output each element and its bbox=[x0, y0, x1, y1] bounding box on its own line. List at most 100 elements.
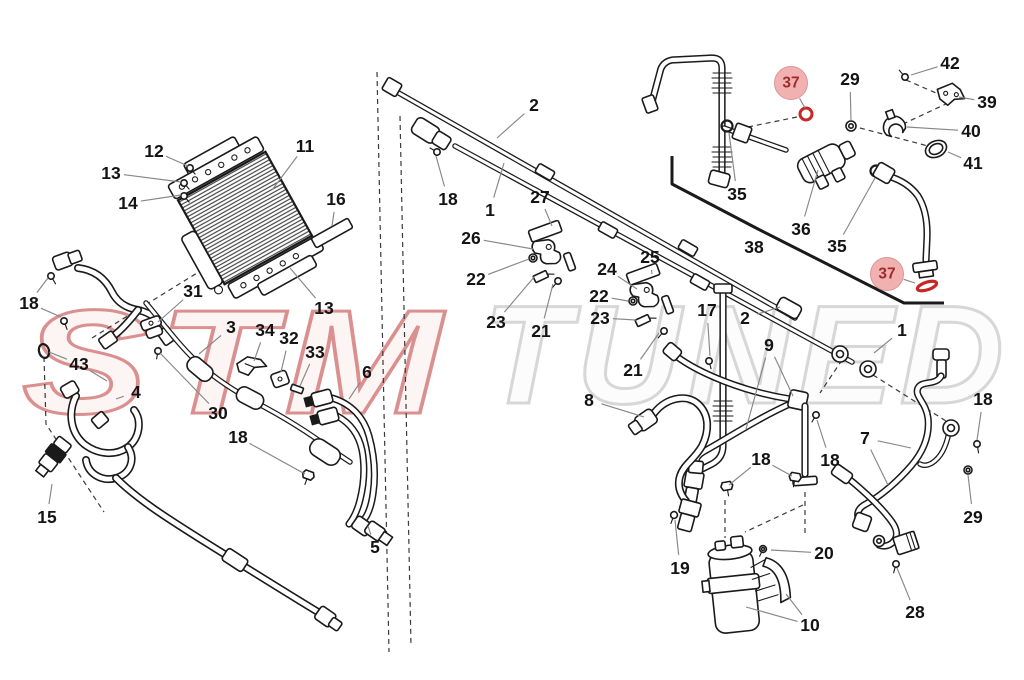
leader-line bbox=[503, 275, 536, 313]
part-label-22: 22 bbox=[589, 286, 609, 306]
leader-line bbox=[544, 208, 553, 227]
part-label-39: 39 bbox=[977, 92, 997, 112]
washer-29 bbox=[963, 465, 973, 475]
leader-line bbox=[757, 306, 781, 315]
leader-line bbox=[967, 474, 973, 505]
valve-pipe-assembly bbox=[641, 58, 966, 305]
screw-18 bbox=[59, 316, 69, 331]
bracket-cluster-left bbox=[527, 219, 577, 272]
o-ring-37-red bbox=[915, 279, 939, 293]
washer-22 bbox=[528, 253, 538, 263]
pipe-1-connector bbox=[831, 345, 849, 363]
clamp-40 bbox=[882, 108, 907, 138]
part-label-23: 23 bbox=[590, 308, 610, 328]
part-label-17: 17 bbox=[697, 300, 716, 320]
part-label-1: 1 bbox=[897, 320, 907, 340]
leader-line bbox=[299, 363, 311, 387]
clip-23 bbox=[634, 313, 657, 328]
leader-line bbox=[816, 419, 827, 448]
sensor-15 bbox=[34, 435, 72, 478]
bracket-cluster-right bbox=[625, 262, 675, 315]
leader-line bbox=[877, 440, 912, 449]
part-label-40: 40 bbox=[961, 121, 981, 141]
leader-line bbox=[253, 342, 262, 362]
leader-line bbox=[348, 382, 361, 400]
leader-line bbox=[804, 169, 819, 217]
screw-17 bbox=[704, 356, 714, 370]
leader-line bbox=[115, 395, 124, 400]
leader-line bbox=[873, 337, 893, 354]
leader-line bbox=[331, 211, 335, 227]
solenoid-valve-36 bbox=[796, 140, 856, 190]
part-label-34: 34 bbox=[255, 320, 275, 340]
part-label-15: 15 bbox=[37, 507, 57, 527]
leader-line bbox=[728, 466, 752, 486]
part-label-31: 31 bbox=[183, 281, 203, 301]
condenser-bottom-cap bbox=[257, 254, 318, 296]
leader-line bbox=[487, 258, 530, 275]
part-label-18: 18 bbox=[438, 189, 458, 209]
leader-line bbox=[493, 162, 505, 198]
pipe-3-assembly bbox=[139, 303, 350, 486]
part-label-19: 19 bbox=[670, 558, 690, 578]
clip-33 bbox=[289, 383, 305, 395]
part-label-36: 36 bbox=[791, 219, 811, 239]
leader-line bbox=[48, 351, 68, 360]
cap-41 bbox=[924, 139, 948, 159]
seal-strip-16 bbox=[310, 217, 354, 249]
bracket-38 bbox=[670, 156, 944, 305]
part-label-41: 41 bbox=[963, 153, 983, 173]
leader-line bbox=[543, 283, 554, 319]
watermark-right-text: TUNED bbox=[482, 276, 1010, 433]
leader-line bbox=[611, 297, 629, 302]
leader-line bbox=[198, 334, 222, 355]
leader-line bbox=[435, 155, 446, 187]
part-label-43: 43 bbox=[69, 354, 89, 374]
screw-21 bbox=[551, 276, 563, 289]
screw-42 bbox=[898, 69, 910, 82]
leader-line bbox=[601, 403, 645, 418]
leader-line bbox=[40, 307, 62, 318]
leader-line bbox=[772, 464, 793, 477]
leader-line bbox=[896, 567, 911, 601]
part-label-32: 32 bbox=[279, 328, 299, 348]
part-label-6: 6 bbox=[362, 362, 372, 382]
part-label-18: 18 bbox=[19, 293, 39, 313]
leader-line bbox=[271, 156, 298, 191]
bracket-34 bbox=[236, 356, 268, 377]
highlight-circle-37 bbox=[870, 257, 904, 291]
part-label-30: 30 bbox=[208, 403, 228, 423]
pipe-flange bbox=[912, 259, 939, 279]
part-label-27: 27 bbox=[530, 187, 549, 207]
part-label-35: 35 bbox=[727, 184, 747, 204]
leader-line bbox=[906, 126, 959, 131]
screw-21 bbox=[657, 326, 669, 339]
part-label-7: 7 bbox=[860, 428, 870, 448]
leader-line bbox=[976, 411, 982, 441]
part-label-16: 16 bbox=[326, 189, 346, 209]
o-ring-35 bbox=[720, 119, 734, 133]
leader-line bbox=[483, 239, 534, 250]
leader-line bbox=[289, 267, 317, 299]
clamp-32 bbox=[270, 369, 290, 389]
leader-line bbox=[870, 449, 889, 486]
screw-28 bbox=[891, 559, 901, 574]
part-label-38: 38 bbox=[744, 237, 764, 257]
hose-7 bbox=[830, 348, 982, 574]
part-label-2: 2 bbox=[529, 95, 539, 115]
part-label-42: 42 bbox=[940, 53, 960, 73]
leader-line bbox=[123, 174, 182, 183]
part-label-18: 18 bbox=[820, 450, 840, 470]
leader-line bbox=[947, 151, 962, 159]
construction-lines bbox=[43, 71, 949, 653]
part-label-3: 3 bbox=[226, 317, 236, 337]
part-label-26: 26 bbox=[461, 228, 481, 248]
leader-line bbox=[48, 483, 53, 505]
bracket-39 bbox=[936, 82, 966, 107]
leader-line bbox=[910, 66, 938, 76]
leader-line bbox=[770, 549, 812, 553]
leader-line bbox=[159, 352, 210, 405]
part-label-35: 35 bbox=[827, 236, 847, 256]
leader-line bbox=[165, 155, 189, 167]
screw-18 bbox=[811, 410, 821, 423]
